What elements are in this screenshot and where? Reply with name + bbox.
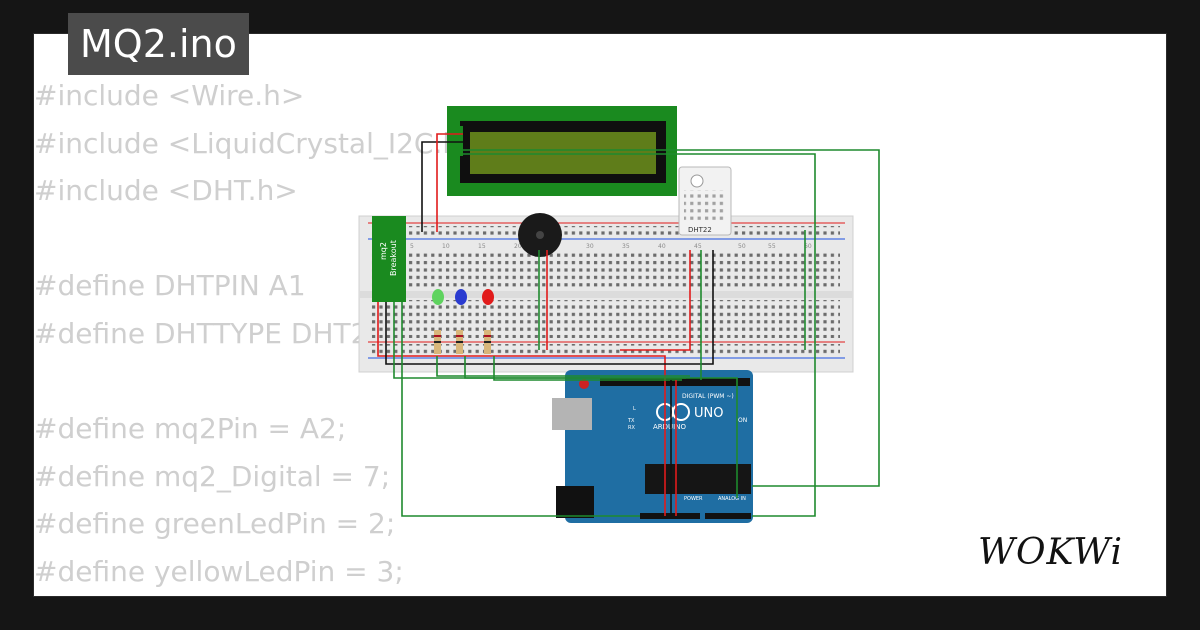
code-line: #define mq2_Digital = 7; [34, 459, 391, 493]
column-label: 40 [658, 243, 666, 250]
rx-label: RX [628, 425, 635, 431]
dht22-label: DHT22 [688, 226, 712, 234]
mq2-label: mq2 [379, 242, 388, 260]
buzzer [518, 213, 562, 257]
mq2-breakout-label: Breakout [389, 240, 398, 276]
dht22-sensor: DHT22 [678, 166, 732, 236]
lcd-display [447, 106, 677, 196]
code-line: #define DHTPIN A1 [34, 269, 306, 303]
column-label: 15 [478, 243, 486, 250]
analog-label: ANALOG IN [718, 496, 746, 502]
tx-label: TX [627, 418, 635, 424]
resistor [484, 330, 491, 354]
mq2-breakout: mq2 Breakout [372, 216, 406, 302]
column-label: 60 [804, 243, 812, 250]
led-red [482, 289, 494, 305]
wires [377, 133, 880, 517]
code-line: #define greenLedPin = 2; [34, 507, 396, 541]
arduino-brand: ARDUINO [653, 423, 686, 431]
code-line: #define yellowLedPin = 3; [34, 554, 404, 588]
code-line: #include <LiquidCrystal_I2C.h> [34, 126, 484, 160]
digital-label: DIGITAL (PWM ~) [682, 393, 734, 400]
code-line: #include <Wire.h> [34, 79, 305, 112]
power-label: POWER [684, 496, 703, 502]
resistor [456, 330, 463, 354]
column-label: 20 [514, 243, 522, 250]
arduino-uno: UNO ARDUINO DIGITAL (PWM ~) ON TX RX L P… [552, 370, 753, 523]
code-line: #define mq2Pin = A2; [34, 412, 347, 446]
column-label: 55 [768, 243, 776, 250]
led-blue [455, 289, 467, 305]
code-line: #include <DHT.h> [34, 174, 298, 208]
wokwi-logo: WOKWi [978, 532, 1123, 573]
column-label: 5 [410, 243, 414, 250]
resistor [434, 330, 441, 354]
column-label: 50 [738, 243, 746, 250]
l-label: L [633, 406, 636, 412]
led-green [432, 289, 444, 305]
column-label: 35 [622, 243, 630, 250]
column-label: 30 [586, 243, 594, 250]
arduino-model: UNO [694, 406, 723, 421]
on-label: ON [738, 417, 747, 424]
project-title: MQ2.ino [68, 13, 249, 75]
column-label: 45 [694, 243, 702, 250]
column-label: 10 [442, 243, 450, 250]
wokwi-logo-text: WOKWi [978, 532, 1123, 573]
